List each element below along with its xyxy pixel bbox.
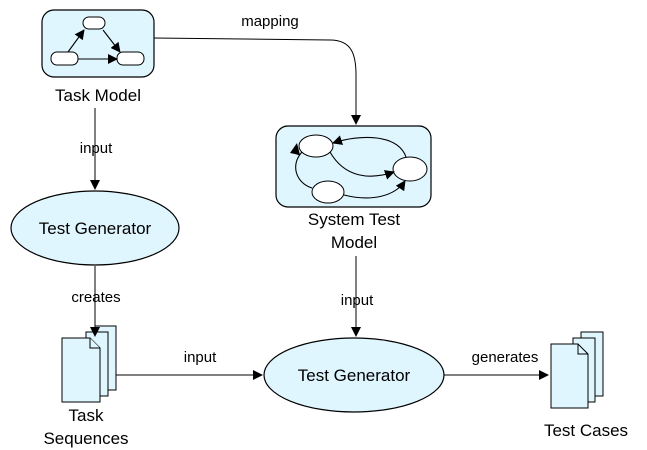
task-model-label: Task Model (55, 86, 141, 105)
system-test-model-label-line1: System Test (308, 210, 401, 229)
test-generator-top-node (10, 190, 180, 266)
test-generator-top-label: Test Generator (39, 219, 152, 238)
input-sequences-label: input (184, 349, 217, 366)
test-cases-document-icon (550, 331, 604, 409)
input-system-model-label: input (341, 292, 374, 309)
test-generator-bottom-label: Test Generator (298, 366, 411, 385)
input-task-model-label: input (80, 140, 113, 157)
mapping-edge-label: mapping (241, 13, 299, 30)
generates-edge-label: generates (472, 349, 539, 366)
task-sequences-label-line1: Task (69, 406, 104, 425)
creates-edge-label: creates (71, 289, 120, 306)
task-model-node (41, 9, 155, 78)
test-cases-label: Test Cases (544, 421, 628, 440)
system-test-model-node (275, 125, 432, 208)
mapping-edge (153, 37, 361, 125)
task-sequences-label-line2: Sequences (43, 429, 128, 448)
system-test-model-label-line2: Model (331, 233, 377, 252)
task-sequences-document-icon (61, 325, 117, 403)
